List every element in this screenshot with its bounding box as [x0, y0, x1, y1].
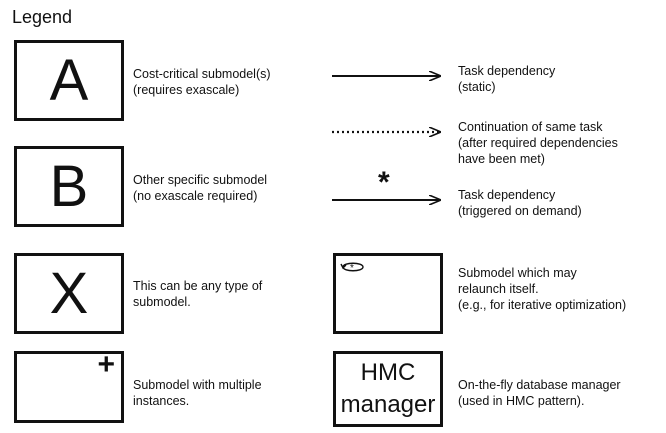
- hmc-label-line: manager: [340, 391, 436, 418]
- description-line: submodel.: [133, 295, 191, 309]
- submodel-b-letter: B: [49, 153, 89, 219]
- multi-instance-description: Submodel with multiple instances.: [133, 377, 262, 409]
- description-line: Cost-critical submodel(s): [133, 67, 271, 81]
- on-demand-description: Task dependency (triggered on demand): [458, 187, 582, 219]
- description-line: Continuation of same task: [458, 120, 603, 134]
- description-line: have been met): [458, 152, 545, 166]
- description-line: Submodel which may: [458, 266, 577, 280]
- description-line: relaunch itself.: [458, 282, 539, 296]
- hmc-manager-box: HMC manager: [333, 351, 443, 427]
- submodel-a-box: A: [14, 40, 124, 121]
- submodel-a-description: Cost-critical submodel(s) (requires exas…: [133, 66, 271, 98]
- continuation-description: Continuation of same task (after require…: [458, 119, 618, 167]
- description-line: (no exascale required): [133, 189, 258, 203]
- description-line: Other specific submodel: [133, 173, 268, 187]
- relaunch-loop-icon: *: [340, 262, 364, 274]
- hmc-manager-description: On-the-fly database manager (used in HMC…: [458, 377, 621, 409]
- submodel-x-letter: X: [49, 260, 89, 326]
- hmc-manager-label: HMC manager: [336, 357, 440, 421]
- description-line: Task dependency: [458, 188, 556, 202]
- description-line: (after required dependencies: [458, 136, 618, 150]
- hmc-label-line: HMC: [360, 359, 416, 386]
- description-line: Submodel with multiple: [133, 378, 262, 392]
- submodel-b-box: B: [14, 146, 124, 227]
- on-demand-star-icon: *: [378, 166, 390, 199]
- legend-title: Legend: [12, 7, 73, 27]
- submodel-x-box: X: [14, 253, 124, 334]
- description-line: instances.: [133, 394, 190, 408]
- static-dependency-description: Task dependency (static): [458, 63, 555, 95]
- submodel-b-description: Other specific submodel (no exascale req…: [133, 172, 267, 204]
- description-line: (e.g., for iterative optimization): [458, 298, 627, 312]
- description-line: (requires exascale): [133, 83, 240, 97]
- relaunch-description: Submodel which may relaunch itself. (e.g…: [458, 265, 626, 313]
- svg-text:*: *: [350, 263, 354, 274]
- submodel-x-description: This can be any type of submodel.: [133, 278, 262, 310]
- relaunch-box: *: [333, 253, 443, 334]
- description-line: (triggered on demand): [458, 204, 582, 218]
- plus-icon: +: [97, 348, 115, 381]
- description-line: Task dependency: [458, 64, 556, 78]
- description-line: (static): [458, 80, 496, 94]
- description-line: (used in HMC pattern).: [458, 394, 585, 408]
- description-line: On-the-fly database manager: [458, 378, 621, 392]
- multi-instance-box: +: [14, 348, 124, 423]
- description-line: This can be any type of: [133, 279, 263, 293]
- submodel-a-letter: A: [49, 47, 89, 113]
